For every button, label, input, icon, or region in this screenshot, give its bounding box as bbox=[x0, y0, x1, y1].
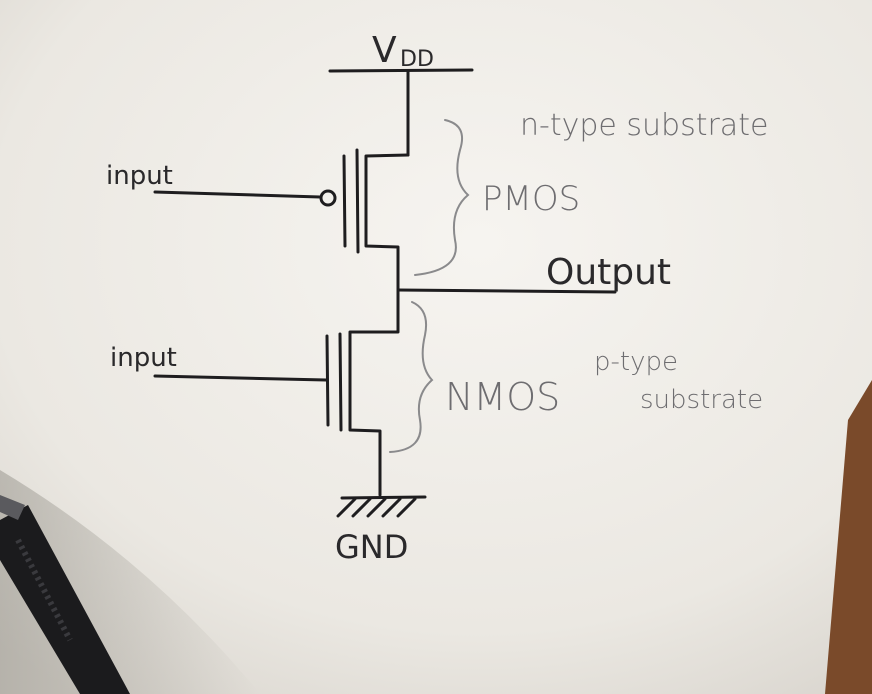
nmos-transistor bbox=[153, 288, 400, 497]
wood-edge bbox=[825, 380, 872, 694]
vdd-rail bbox=[328, 68, 474, 157]
pmos-brace bbox=[414, 119, 470, 276]
pmos-label: PMOS bbox=[482, 179, 580, 219]
gnd-label: GND bbox=[335, 528, 408, 566]
ground-symbol bbox=[336, 495, 427, 518]
vdd-subscript: DD bbox=[400, 47, 434, 72]
input-label-top: input bbox=[106, 161, 173, 191]
substrate-label: substrate bbox=[640, 385, 763, 415]
n-type-substrate-label: n-type substrate bbox=[520, 108, 768, 143]
pen bbox=[0, 495, 130, 694]
pmos-transistor bbox=[153, 148, 410, 292]
vdd-label: V bbox=[372, 30, 397, 71]
output-label: Output bbox=[546, 252, 671, 293]
output-wire bbox=[396, 288, 617, 294]
nmos-brace bbox=[389, 301, 434, 453]
nmos-label: NMOS bbox=[445, 375, 560, 419]
input-label-bottom: input bbox=[110, 343, 177, 373]
p-type-label: p-type bbox=[594, 347, 678, 377]
